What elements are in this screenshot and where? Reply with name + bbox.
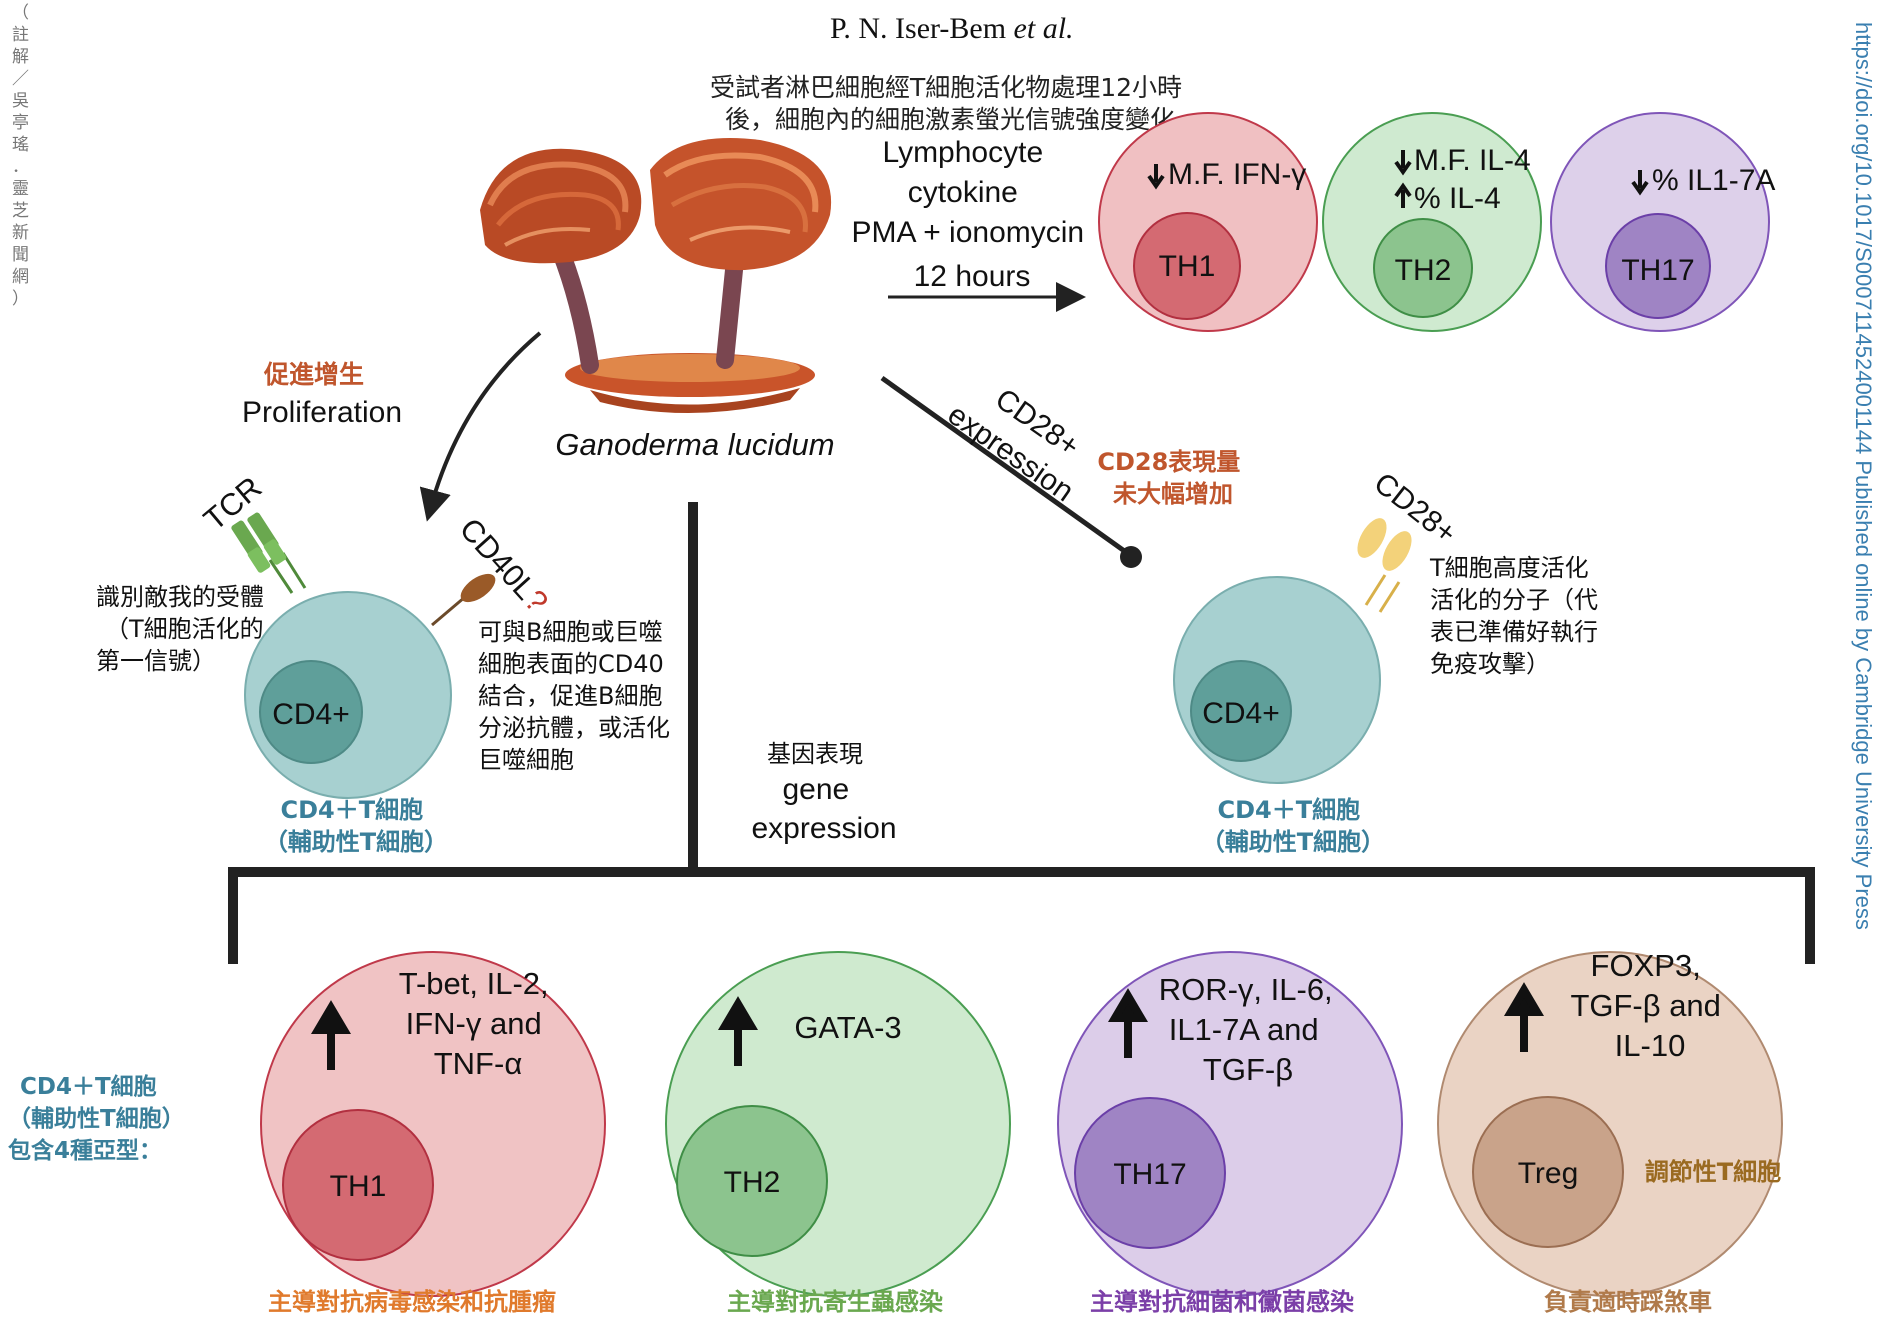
up-arrow-icon <box>1394 182 1412 208</box>
subset-th1-genes: T-bet, IL-2, IFN-γ and TNF-α <box>399 966 558 1081</box>
species-label: Ganoderma lucidum <box>555 427 834 462</box>
cd28-expr-label: CD28+ expression <box>942 365 1103 508</box>
subset-th17: TH17 ROR-γ, IL-6, IL1-7A and TGF-β <box>1057 951 1403 1297</box>
subset-th1: TH1 T-bet, IL-2, IFN-γ and TNF-α <box>260 951 606 1297</box>
cd28-inhibit-line <box>880 375 1132 558</box>
right-cd4-nucleus-label: CD4+ <box>1202 697 1280 730</box>
left-cell-caption: CD4＋T細胞 （輔助性T細胞） <box>264 796 448 856</box>
top-th17-stat: % IL1-7A <box>1652 164 1775 197</box>
subset-treg-role: 負責適時踩煞車 <box>1544 1288 1712 1316</box>
subset-treg-name: Treg <box>1518 1157 1579 1190</box>
cd40l-label: CD40L? <box>453 511 555 619</box>
subset-th2-name: TH2 <box>724 1166 781 1199</box>
cd40l-note: 可與B細胞或巨噬 細胞表面的CD40 結合，促進B細胞 分泌抗體，或活化 巨噬細… <box>478 618 678 774</box>
gene-en: gene expression <box>751 773 896 845</box>
top-th2-stat1: M.F. IL-4 <box>1414 144 1531 177</box>
subset-th2: TH2 GATA-3 <box>665 951 1011 1297</box>
doi-text: https://doi.org/10.1017/S000711452400114… <box>1851 22 1876 930</box>
subset-th17-name: TH17 <box>1113 1158 1186 1191</box>
left-cd4-cell: CD4+ <box>231 512 496 799</box>
top-th17-label: TH17 <box>1621 254 1694 287</box>
top-caption-zh: 受試者淋巴細胞經T細胞活化物處理12小時 後，細胞內的細胞激素螢光信號強度變化 <box>710 73 1190 134</box>
top-th1-label: TH1 <box>1159 250 1216 283</box>
bottom-left-label: CD4＋T細胞 （輔助性T細胞） 包含4種亞型： <box>8 1073 193 1164</box>
arrow-proliferation <box>419 331 542 522</box>
up-arrow-icon <box>1107 988 1149 1058</box>
subset-th17-role: 主導對抗細菌和黴菌感染 <box>1090 1288 1354 1316</box>
up-arrow-icon <box>310 1000 352 1070</box>
tcr-note: 識別敵我的受體 （T細胞活化的 第一信號） <box>96 583 272 675</box>
top-circle-th1: TH1 M.F. IFN-γ <box>1098 112 1318 332</box>
top-circle-th2: TH2 M.F. IL-4 % IL-4 <box>1322 112 1542 332</box>
cd28-zh: CD28表現量 未大幅增加 <box>1097 448 1248 508</box>
top-th2-label: TH2 <box>1395 254 1452 287</box>
cd40l-receptor-icon <box>431 573 496 627</box>
side-note: （註解／吳亭瑤．靈芝新聞網） <box>12 3 29 309</box>
header-author: P. N. Iser-Bem et al. <box>830 12 1074 45</box>
svg-text:（註解／吳亭瑤．靈芝新聞網）: （註解／吳亭瑤．靈芝新聞網） <box>12 3 29 309</box>
down-arrow-icon <box>1394 150 1412 176</box>
top-labels: Lymphocyte cytokine PMA + ionomycin 12 h… <box>852 136 1093 293</box>
prolif-zh: 促進增生 <box>263 360 364 389</box>
subset-th2-role: 主導對抗寄生蟲感染 <box>727 1288 943 1316</box>
subset-th1-role: 主導對抗病毒感染和抗腫瘤 <box>268 1288 556 1316</box>
top-th1-stat: M.F. IFN-γ <box>1168 158 1306 191</box>
gene-zh: 基因表現 <box>767 740 863 768</box>
prolif-en: Proliferation <box>242 396 402 429</box>
subset-treg-genes: FOXP3, TGF-β and IL-10 <box>1570 948 1729 1063</box>
right-cell-caption: CD4＋T細胞 （輔助性T細胞） <box>1201 796 1385 856</box>
cd28-inhibit-dot <box>1120 546 1142 568</box>
subset-treg-side: 調節性T細胞 <box>1645 1158 1781 1186</box>
subset-th1-name: TH1 <box>330 1170 387 1203</box>
up-arrow-icon <box>1503 982 1545 1052</box>
left-cd4-nucleus-label: CD4+ <box>272 698 350 731</box>
down-arrow-icon <box>1147 164 1165 190</box>
cd28-note: T細胞高度活化 活化的分子（代 表已準備好執行 免疫攻擊） <box>1429 554 1606 678</box>
top-th2-stat2: % IL-4 <box>1414 182 1501 215</box>
cd28-receptor-icon <box>1357 518 1412 613</box>
reishi-mushroom-icon <box>480 138 832 414</box>
subset-th17-genes: ROR-γ, IL-6, IL1-7A and TGF-β <box>1159 972 1342 1087</box>
tcr-receptor-icon <box>231 512 307 594</box>
up-arrow-icon <box>717 996 759 1066</box>
right-cd4-cell: CD4+ <box>1173 518 1412 784</box>
top-circle-th17: TH17 % IL1-7A <box>1550 112 1775 332</box>
gene-bracket <box>228 867 1815 964</box>
down-arrow-icon <box>1631 170 1649 196</box>
subset-th2-genes: GATA-3 <box>794 1010 901 1045</box>
subset-treg: Treg FOXP3, TGF-β and IL-10 <box>1437 948 1783 1297</box>
